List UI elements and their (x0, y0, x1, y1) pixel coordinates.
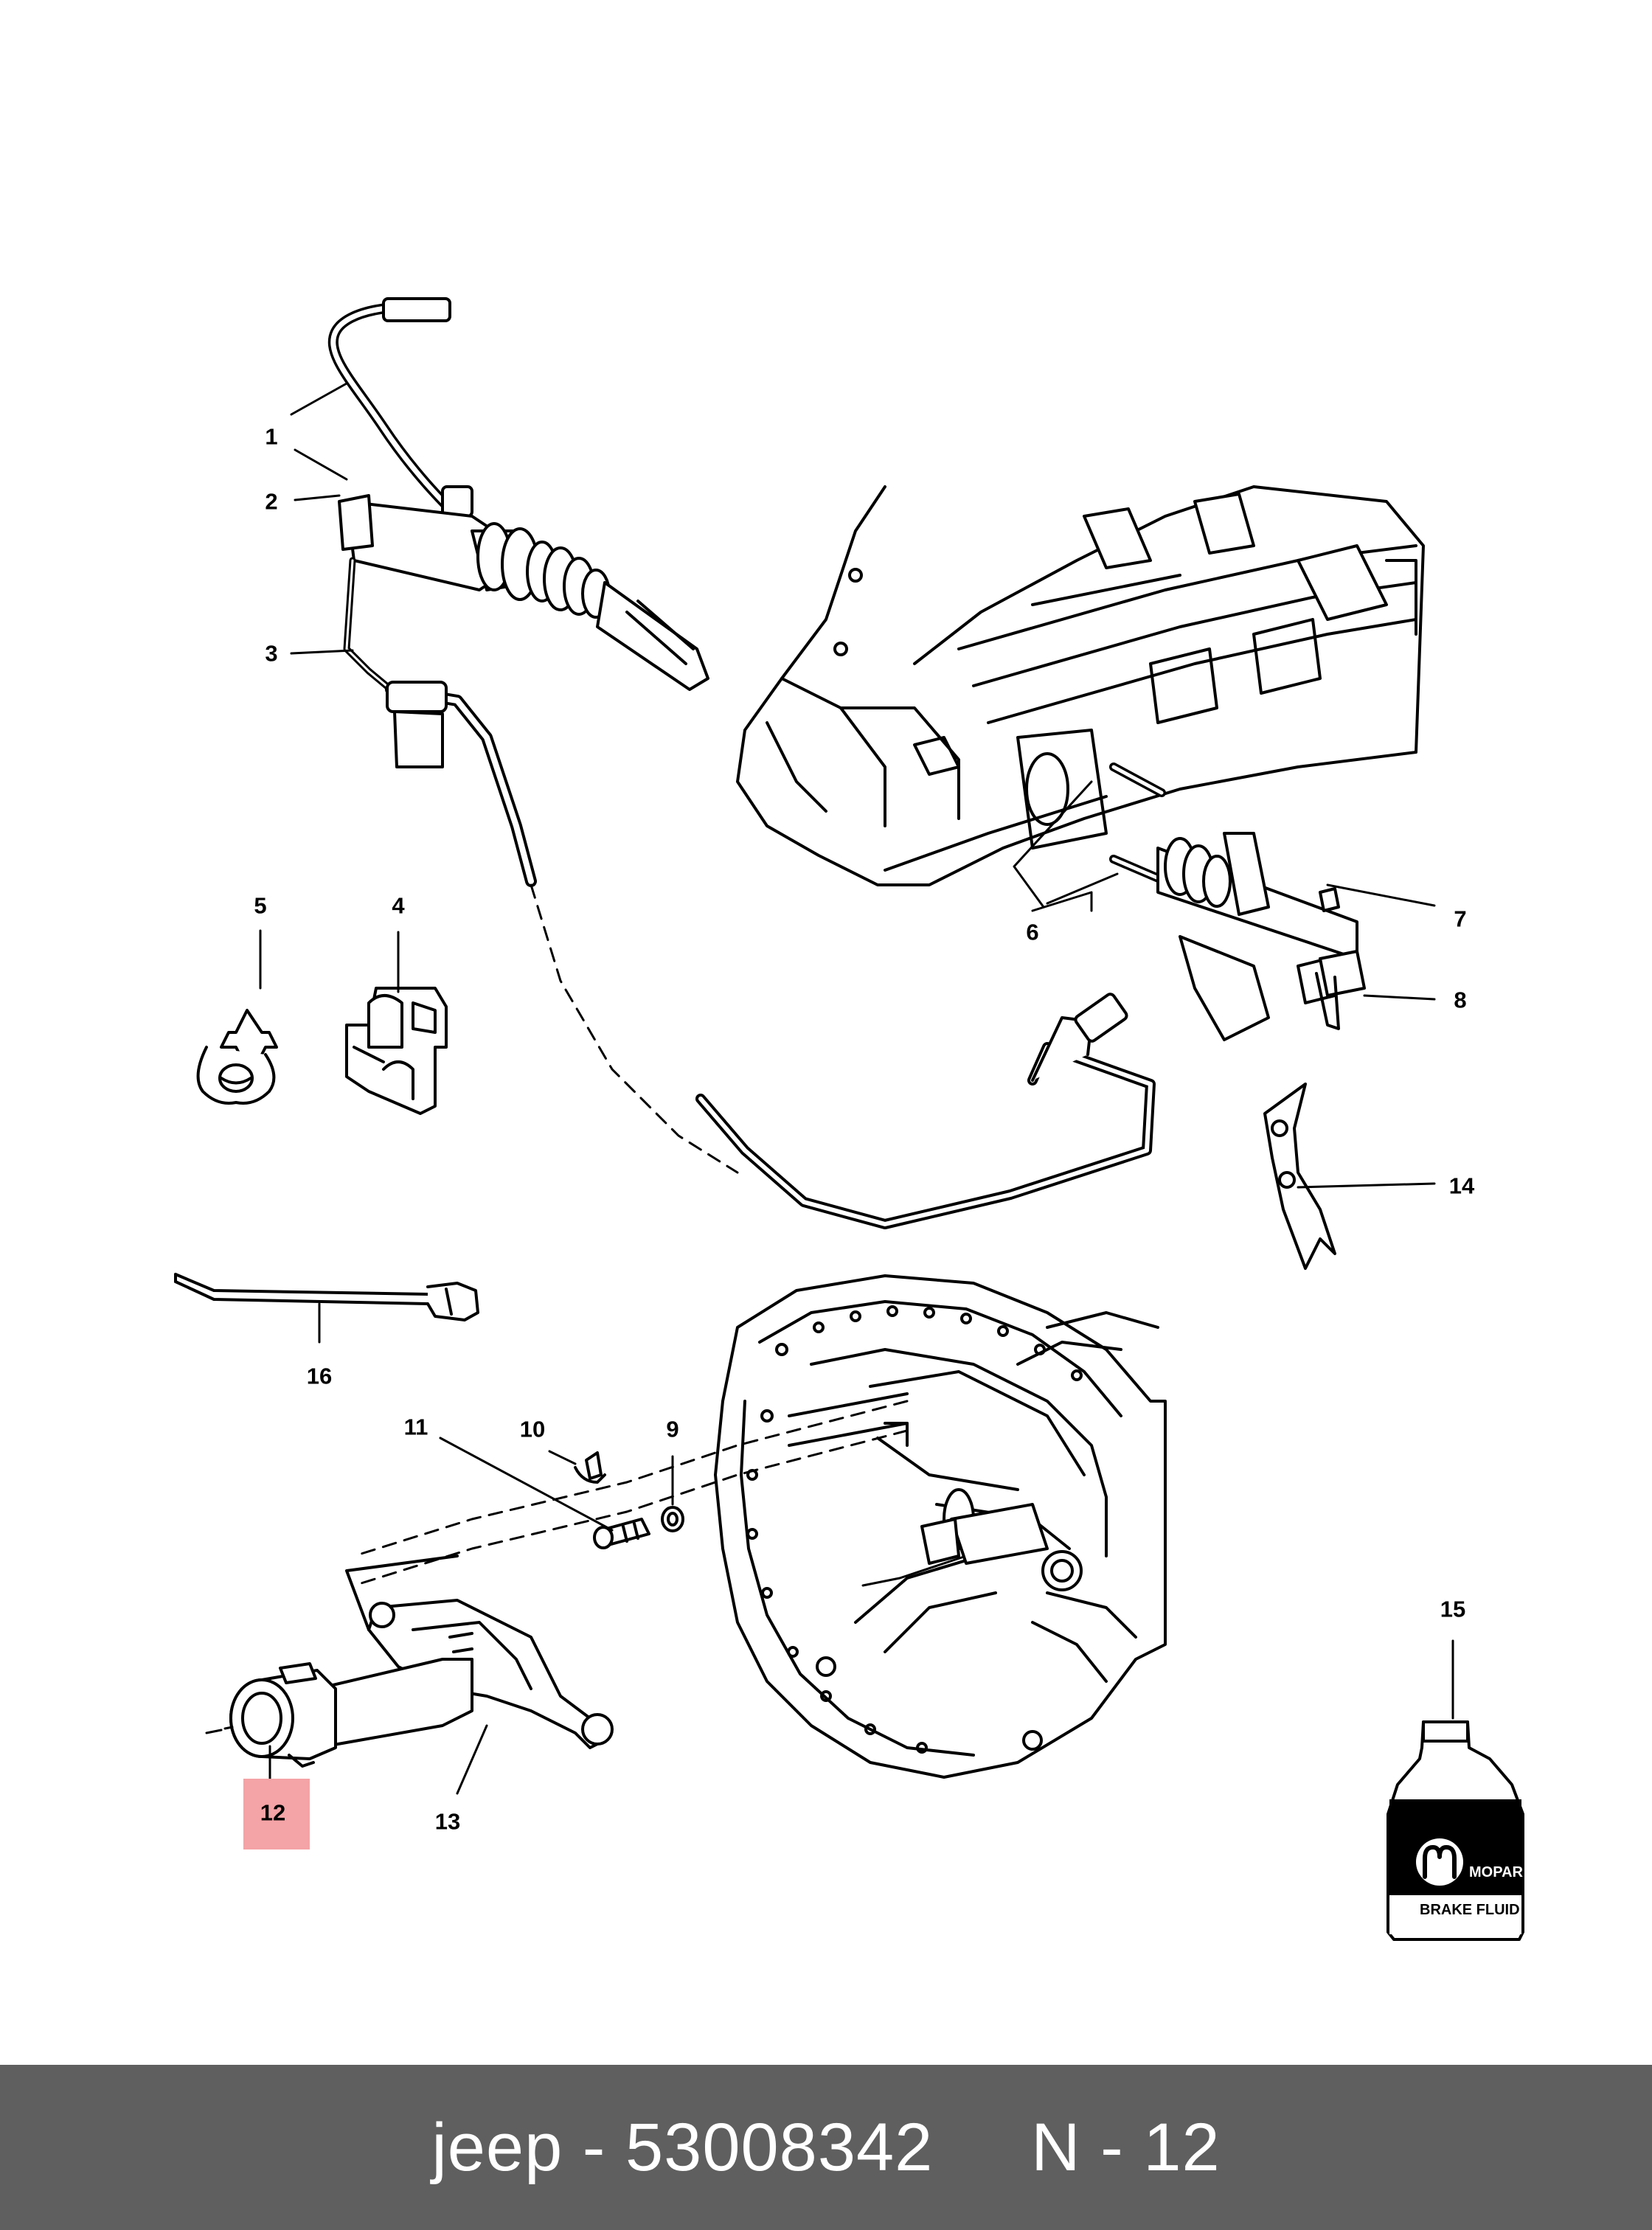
callout-1: 1 (265, 423, 278, 450)
callout-16: 16 (306, 1363, 333, 1389)
push-pin-fastener (196, 1009, 278, 1105)
callout-15: 15 (1440, 1596, 1466, 1622)
transmission-housing (736, 485, 1425, 886)
callout-6: 6 (1026, 919, 1039, 945)
slave-cylinder (1156, 832, 1366, 1041)
bracket (1263, 1083, 1336, 1270)
parts-diagram: MOPAR BRAKE FLUID (174, 297, 1524, 1941)
callout-13: 13 (434, 1808, 461, 1835)
cable-tie (174, 1273, 479, 1321)
callout-11: 11 (403, 1414, 428, 1440)
bottle-product: BRAKE FLUID (1420, 1902, 1520, 1918)
brake-fluid-bottle (1386, 1720, 1524, 1941)
footer-bar: jeep - 53008342 N - 12 (0, 2065, 1652, 2230)
callout-5: 5 (254, 892, 267, 919)
callout-8: 8 (1454, 987, 1467, 1013)
callout-14: 14 (1448, 1173, 1475, 1199)
bottle-brand: MOPAR (1469, 1864, 1524, 1880)
hydraulic-line (343, 557, 1156, 1229)
callout-12: 12 (260, 1799, 286, 1826)
callout-10: 10 (519, 1416, 546, 1442)
callout-9: 9 (666, 1416, 679, 1442)
clip (345, 987, 448, 1115)
leader-lines (259, 382, 1454, 1795)
highlighted-part-marker (243, 1779, 310, 1849)
callout-4: 4 (392, 892, 405, 919)
clutch-master-cylinder (327, 297, 709, 691)
callout-2: 2 (265, 488, 278, 515)
small-fasteners (574, 1451, 684, 1549)
callout-7: 7 (1454, 906, 1467, 932)
input-shaft (353, 1392, 1049, 1587)
release-bearing (205, 1658, 473, 1768)
part-number-caption: jeep - 53008342 N - 12 (431, 2109, 1221, 2185)
callout-3: 3 (265, 640, 278, 667)
